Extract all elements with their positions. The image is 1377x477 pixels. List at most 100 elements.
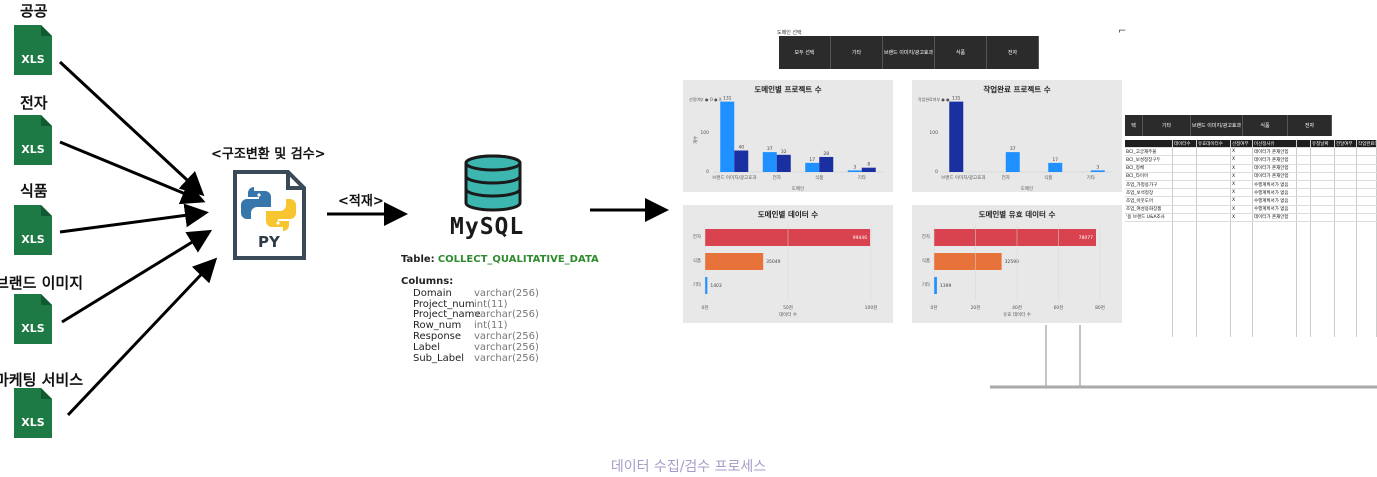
table-cell xyxy=(1173,172,1197,180)
xls-text: XLS xyxy=(21,143,44,156)
bar xyxy=(949,101,964,172)
slicer-option[interactable]: 전자 xyxy=(987,36,1039,69)
header-cell[interactable] xyxy=(1125,140,1173,148)
slicer-option[interactable]: 기타 xyxy=(831,36,883,69)
table-cell xyxy=(1335,156,1357,164)
table-name-line: Table: COLLECT_QUALITATIVE_DATA xyxy=(401,254,599,265)
xls-text: XLS xyxy=(21,322,44,335)
column-type: varchar(256) xyxy=(474,341,539,353)
xls-file-icon: XLS xyxy=(14,388,52,438)
transform-label: <구조변환 및 검수> xyxy=(211,147,326,162)
table-cell: 조업_보석정장 xyxy=(1125,189,1173,197)
header-cell[interactable] xyxy=(1297,140,1311,148)
table-cell xyxy=(1357,148,1377,156)
table-cell xyxy=(1311,164,1335,172)
header-cell[interactable]: 선정여부 xyxy=(1231,140,1253,148)
slicer-option[interactable]: 브랜드 이미지/광고효과 xyxy=(1191,115,1243,136)
table-cell xyxy=(1297,205,1311,213)
table-empty-row xyxy=(1125,221,1377,231)
table-cell: BCI_타이어 xyxy=(1125,172,1173,180)
source-label: 마케팅 서비스 xyxy=(0,371,84,389)
x-tick-label: 40천 xyxy=(1012,304,1022,311)
xls-file-icon: XLS xyxy=(14,205,52,255)
slicer-option[interactable]: 브랜드 이미지/광고효과 xyxy=(883,36,935,69)
column-type: varchar(256) xyxy=(474,330,539,342)
header-cell[interactable]: 미선정사유 xyxy=(1253,140,1297,148)
slicer-option[interactable]: 전자 xyxy=(1288,115,1332,136)
table-cell xyxy=(1297,164,1311,172)
bar-value-label: 1399 xyxy=(940,283,952,289)
table-cell xyxy=(1357,197,1377,205)
table-cell: 데이터가 존재안함 xyxy=(1253,156,1297,164)
y-tick-label: 0 xyxy=(706,169,709,175)
bar xyxy=(847,170,862,172)
table-cell: BCI_보성정장구두 xyxy=(1125,156,1173,164)
table-cell xyxy=(1297,156,1311,164)
chart2-title: 작업완료 프로젝트 수 xyxy=(983,85,1051,94)
header-cell[interactable]: 유청날짜 xyxy=(1311,140,1335,148)
x-tick-label: 브랜드 이미지/광고효과 xyxy=(712,174,756,181)
x-tick-label: 20천 xyxy=(971,304,981,311)
bar-value-label: 32590 xyxy=(1005,259,1019,265)
table-cell xyxy=(1173,148,1197,156)
table-cell xyxy=(1297,172,1311,180)
header-cell[interactable]: 전달여부 xyxy=(1335,140,1357,148)
chart-legend: 작업완료여부 ● ● xyxy=(918,96,950,102)
table-empty-row xyxy=(1125,246,1377,255)
column-type: varchar(256) xyxy=(474,309,539,321)
slicer-option[interactable]: 식품 xyxy=(935,36,987,69)
header-cell[interactable]: 작업완료여부 xyxy=(1357,140,1377,148)
table-cell: X xyxy=(1231,148,1253,156)
table-empty-row xyxy=(1125,254,1377,263)
table-cell xyxy=(1173,205,1197,213)
x-tick-label: 0천 xyxy=(930,304,937,311)
slicer-title: 도메인 선택 xyxy=(777,30,802,36)
table-cell xyxy=(1173,180,1197,189)
header-cell[interactable]: 데이터수 xyxy=(1173,140,1197,148)
table-cell: 데이터가 존재안함 xyxy=(1253,164,1297,172)
table-cell xyxy=(1357,156,1377,164)
slicer-option[interactable]: 기타 xyxy=(1143,115,1191,136)
bar-value-label: 37 xyxy=(767,146,773,152)
bar xyxy=(705,229,871,246)
bar xyxy=(734,150,749,172)
x-axis-label: 도메인 xyxy=(792,185,804,192)
table-name: COLLECT_QUALITATIVE_DATA xyxy=(437,254,599,265)
header-cell[interactable]: 유효데이터수 xyxy=(1197,140,1231,148)
table-cell: 데이터가 존재안함 xyxy=(1253,172,1297,180)
bar xyxy=(934,277,937,294)
table-cell xyxy=(1357,164,1377,172)
column-name: Domain xyxy=(413,287,452,299)
slicer-option[interactable]: 식품 xyxy=(1243,115,1288,136)
slicer-option[interactable]: 모두 선택 xyxy=(779,36,831,69)
table-cell: 수행계획서가 없음 xyxy=(1253,180,1297,189)
table-cell xyxy=(1297,189,1311,197)
y-tick-label: 기타 xyxy=(922,281,931,288)
arrow-marketing xyxy=(66,257,218,417)
bar xyxy=(861,167,876,172)
table-cell: 데이터가 존재안함 xyxy=(1253,213,1297,221)
columns-label: Columns: xyxy=(401,276,454,287)
column-name: Sub_Label xyxy=(413,352,465,364)
bar-value-label: 37 xyxy=(1010,146,1016,152)
x-tick-label: 식품 xyxy=(815,174,823,181)
table-cell xyxy=(1197,180,1231,189)
slicer-option[interactable]: 택 xyxy=(1125,115,1143,136)
bar xyxy=(1048,162,1063,172)
table-cell: X xyxy=(1231,172,1253,180)
table-cell xyxy=(1297,197,1311,205)
x-tick-label: 0천 xyxy=(701,304,708,311)
x-tick-label: 60천 xyxy=(1054,304,1064,311)
